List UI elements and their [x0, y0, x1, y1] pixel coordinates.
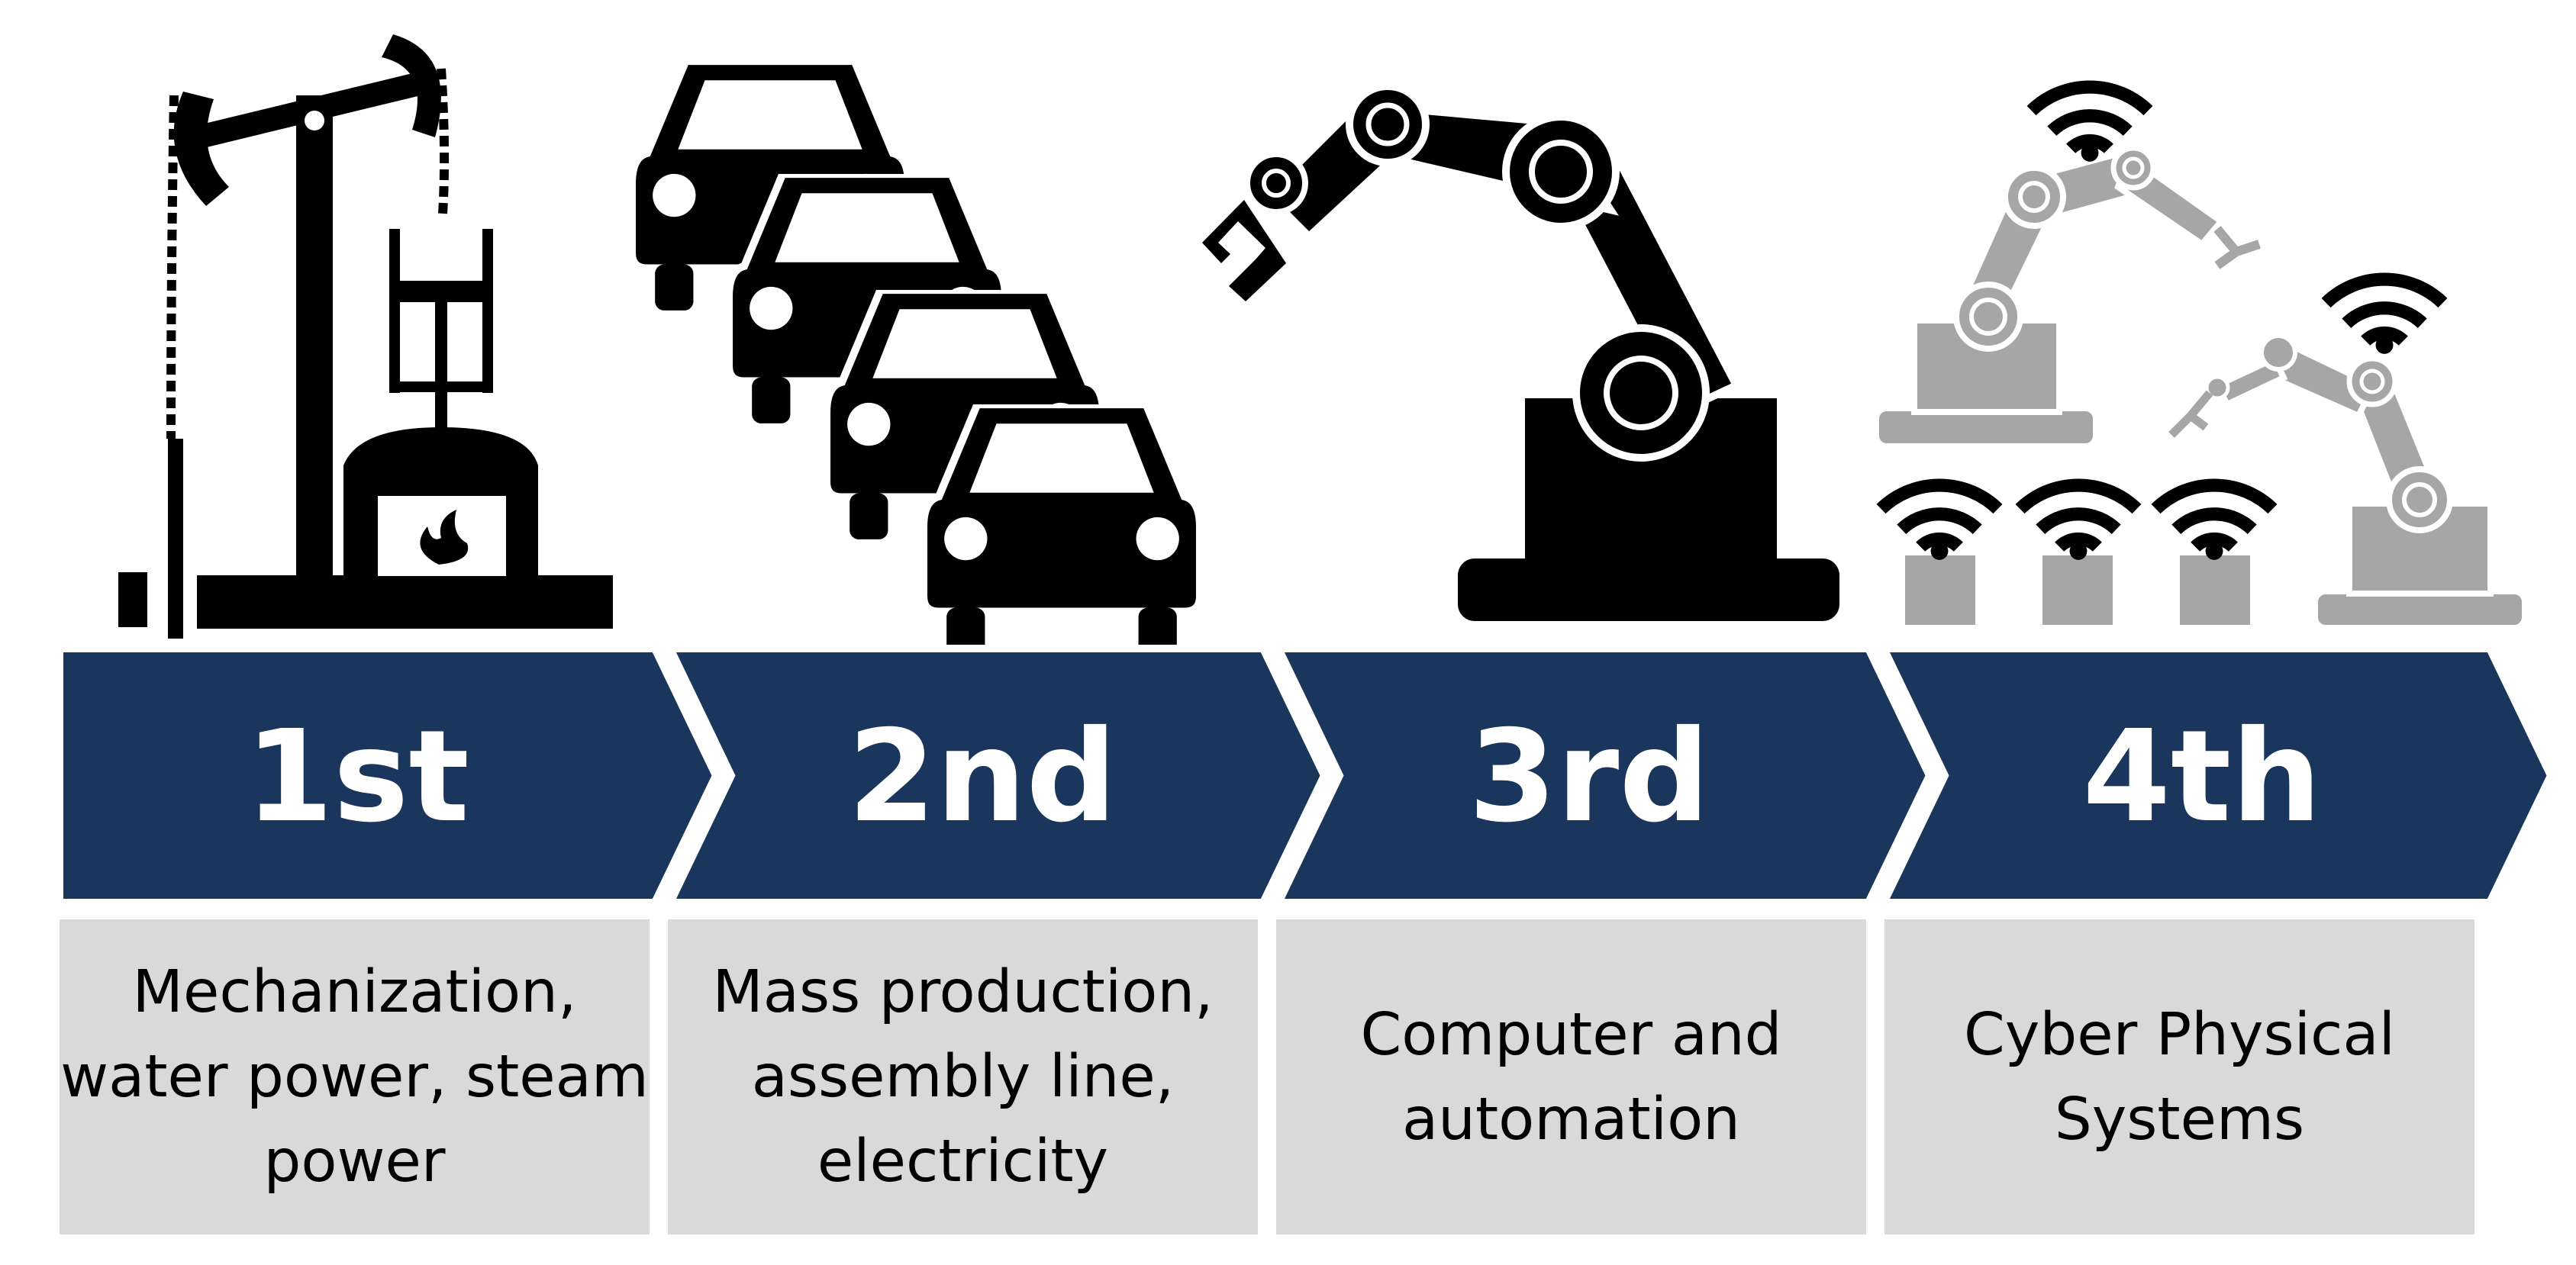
stage-2-chevron	[664, 645, 1329, 906]
robot-arm-icon	[1202, 82, 1839, 621]
stage-3-description-box: Computer and automation	[1276, 919, 1866, 1234]
stage-3-chevron	[1272, 645, 1934, 906]
stage-2-description-box: Mass production, assembly line, electric…	[668, 919, 1258, 1234]
stage-3-description: Computer and automation	[1360, 1000, 1782, 1154]
connected-robots-icon	[1873, 87, 2528, 631]
stage-4-label: 4th	[2082, 703, 2321, 851]
stage-2-label: 2nd	[848, 703, 1117, 851]
cars-assembly-icon	[632, 61, 1200, 654]
stage-1-chevron	[56, 645, 721, 906]
stage-1-label: 1st	[245, 703, 469, 851]
stage-3-label: 3rd	[1469, 703, 1710, 851]
stage-4-chevron	[1878, 645, 2555, 906]
stage-4-description: Cyber Physical Systems	[1964, 1000, 2395, 1154]
stage-2-description: Mass production, assembly line, electric…	[712, 958, 1214, 1196]
chevron-row: 1st 2nd 3rd 4th	[56, 645, 2555, 906]
stage-1-description: Mechanization, water power, steam power	[60, 958, 649, 1196]
steam-pump-icon	[118, 34, 613, 639]
stage-4-description-box: Cyber Physical Systems	[1884, 919, 2474, 1234]
stage-1-description-box: Mechanization, water power, steam power	[60, 919, 650, 1234]
